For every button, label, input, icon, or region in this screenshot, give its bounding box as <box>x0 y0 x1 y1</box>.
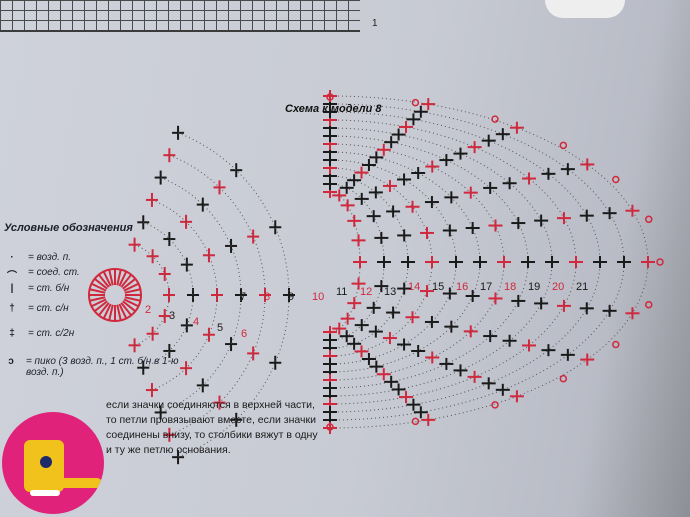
chain-arc <box>329 175 409 349</box>
row-number: 15 <box>432 281 444 293</box>
row-number: 19 <box>528 281 540 293</box>
legend-item: † = ст. с/н <box>4 303 69 314</box>
legend-item: · = возд. п. <box>4 252 71 263</box>
stitch-mark <box>122 300 136 312</box>
stitch-mark <box>89 288 106 294</box>
row-number: 21 <box>576 281 588 293</box>
legend-item: ‡ = ст. с/2н <box>4 328 74 339</box>
row-number: 13 <box>384 286 396 298</box>
stitch-mark <box>102 271 112 287</box>
legend-item: ɔ = пико (3 возд. п., 1 ст. б/н в 1-ю воз… <box>4 356 194 378</box>
stitch-mark <box>122 278 136 290</box>
legend-label: = ст. б/н <box>28 283 70 294</box>
picot-mark <box>612 340 620 349</box>
row-number: 7 <box>240 291 246 303</box>
row-number: 10 <box>312 291 324 303</box>
row-number: 17 <box>480 281 492 293</box>
row-number: 8 <box>264 291 270 303</box>
picot-mark <box>326 423 334 431</box>
stitch-mark <box>116 269 122 286</box>
stitch-mark <box>123 298 139 308</box>
note-text: если значки соединяются в верхней части,… <box>106 399 318 456</box>
stitch-mark <box>120 274 132 288</box>
row-number: 2 <box>145 304 151 316</box>
picot-mark <box>491 115 499 123</box>
legend-item: | = ст. б/н <box>4 283 70 294</box>
chain-arc <box>177 132 290 458</box>
picot-mark <box>645 300 653 309</box>
row-number: 16 <box>456 281 468 293</box>
chart-grid-fragment <box>0 0 360 32</box>
stitch-mark <box>108 304 114 321</box>
stitch-mark <box>118 303 128 319</box>
stitch-mark <box>124 296 141 302</box>
legend-label: = пико (3 возд. п., 1 ст. б/н в 1-ю возд… <box>25 356 179 378</box>
stitch-mark <box>123 282 139 292</box>
chain-arc <box>143 221 194 369</box>
chain-symbol-icon: · <box>10 252 14 263</box>
plush-toy-icon <box>24 440 102 496</box>
slip-stitch-icon: ⌒ <box>7 271 17 282</box>
treble-crochet-icon: ‡ <box>9 328 15 339</box>
chain-arc <box>329 143 505 381</box>
row-number: 6 <box>241 328 247 340</box>
picot-mark <box>559 374 568 383</box>
stitch-mark <box>94 278 108 290</box>
picot-mark <box>491 401 499 409</box>
picot-mark <box>559 141 568 150</box>
legend-label: = соед. ст. <box>28 267 80 278</box>
row-number: 4 <box>193 316 199 328</box>
logo-badge <box>2 412 104 514</box>
stitch-mark <box>89 296 106 302</box>
row-number: 20 <box>552 281 564 293</box>
chain-arc <box>160 177 242 413</box>
stitch-mark <box>91 282 107 292</box>
legend-label: = ст. с/н <box>28 303 69 314</box>
legend-title: Условные обозначения <box>4 222 133 234</box>
chain-arc <box>134 244 170 346</box>
row-number: 12 <box>360 286 372 298</box>
row-number: 14 <box>408 281 420 293</box>
picot-mark <box>645 215 653 224</box>
row-number: 3 <box>169 310 175 322</box>
chain-arc <box>329 95 649 429</box>
stitch-mark <box>98 302 110 316</box>
row-number: 18 <box>504 281 516 293</box>
picot-mark <box>656 258 664 266</box>
stitch-mark <box>116 304 122 321</box>
stitch-mark <box>120 302 132 316</box>
stitch-mark <box>124 288 141 294</box>
chain-arc <box>329 103 625 421</box>
stitch-mark <box>98 274 110 288</box>
scheme-title: Схема к модели 8 <box>285 103 382 115</box>
stitch-mark <box>102 303 112 319</box>
picot-icon: ɔ <box>8 356 14 367</box>
row-number: 5 <box>217 322 223 334</box>
picot-mark <box>326 93 334 101</box>
row-number: 9 <box>288 291 294 303</box>
center-ring <box>88 268 142 322</box>
double-crochet-icon: † <box>9 303 15 314</box>
decorative-shape <box>545 0 625 18</box>
row-number: 11 <box>336 286 347 298</box>
legend-label: = возд. п. <box>28 252 71 263</box>
stitch-mark <box>108 269 114 286</box>
stitch-mark <box>91 298 107 308</box>
legend-label: = ст. с/2н <box>28 328 75 339</box>
picot-mark <box>411 98 420 107</box>
grid-marker: 1 <box>372 18 378 29</box>
picot-mark <box>612 175 620 184</box>
legend-item: ⌒ = соед. ст. <box>4 267 80 282</box>
single-crochet-icon: | <box>10 283 14 294</box>
stitch-mark <box>94 300 108 312</box>
picot-mark <box>411 417 420 426</box>
stitch-mark <box>118 271 128 287</box>
